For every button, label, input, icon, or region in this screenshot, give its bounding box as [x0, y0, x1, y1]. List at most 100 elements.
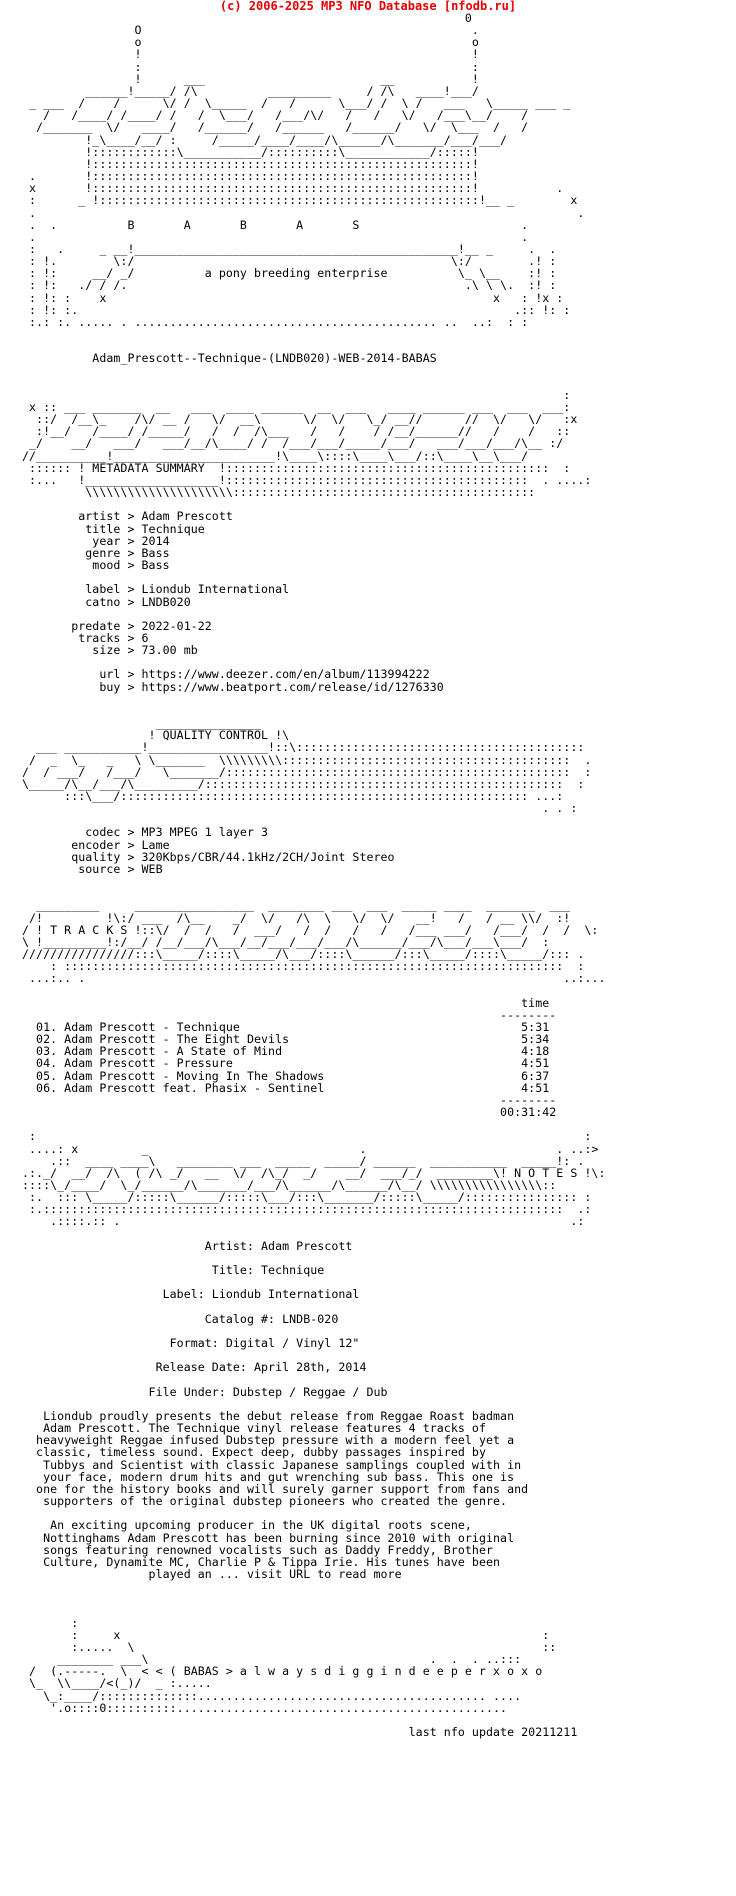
nfo-line: -------- [22, 1092, 557, 1107]
nfo-line: :.: :. ..... . .........................… [22, 314, 529, 329]
nfo-line: / _ \_ _ \ \_______ \\\\\\\\\:::::::::::… [22, 752, 592, 767]
nfo-line: . . [22, 205, 585, 220]
nfo-line: :... !___________________!::::::::::::::… [22, 472, 592, 487]
nfo-line: ////////////////:::\_____/::::\_____/\__… [22, 947, 585, 962]
nfo-text: 0 O . o o ! ! [22, 12, 606, 1738]
nfo-line: : : [22, 1129, 592, 1144]
nfo-line: O . [22, 23, 479, 38]
nfo-line: url > https://www.deezer.com/en/album/11… [22, 667, 430, 682]
nfo-line: your face, modern drum hits and gut wren… [22, 1469, 515, 1484]
nfo-line: Catalog #: LNDB-020 [22, 1311, 339, 1326]
nfo-line: 01. Adam Prescott - Technique 5:31 [22, 1019, 550, 1034]
nfo-line: !:::::::::::::::::::::::::::::::::::::::… [22, 156, 479, 171]
nfo-line: artist > Adam Prescott [22, 509, 233, 524]
nfo-line: Release Date: April 28th, 2014 [22, 1360, 367, 1375]
nfo-line [22, 693, 606, 705]
nfo-line: classic, timeless sound. Expect deep, du… [22, 1445, 486, 1460]
nfo-line: one for the history books and will surel… [22, 1481, 529, 1496]
nfo-line: : [22, 1615, 79, 1630]
nfo-line [22, 985, 606, 997]
nfo-line: 02. Adam Prescott - The Eight Devils 5:3… [22, 1032, 550, 1047]
nfo-line: last nfo update 20211211 [22, 1725, 578, 1740]
nfo-line: Adam_Prescott--Technique-(LNDB020)-WEB-2… [22, 351, 437, 366]
nfo-line: ______!_____/ /\ _________ / /\ ____!___… [22, 83, 479, 98]
nfo-line: : ::::::::::::::::::::::::::::::::::::::… [22, 959, 585, 974]
nfo-line: : !: :. .:: !: : [22, 302, 571, 317]
nfo-line: !_\____/__/ : /_____/____/____/\______/\… [22, 132, 508, 147]
nfo-line: .:._/ __/ /\ ( /\ _/ __ \/ /\_/ _/ __/ _… [22, 1165, 606, 1180]
nfo-line: \_:____/::::::::::::::..................… [22, 1688, 522, 1703]
nfo-line [22, 1374, 606, 1386]
nfo-line: '.o::::0::::::::::......................… [22, 1700, 508, 1715]
nfo-line: label > Liondub International [22, 582, 290, 597]
nfo-line [22, 1301, 606, 1313]
nfo-line: / (.-----. \ < < ( BABAS > a l w a y s d… [22, 1664, 543, 1679]
nfo-line: Label: Liondub International [22, 1287, 360, 1302]
nfo-line: : x : [22, 1627, 550, 1642]
nfo-line [22, 1604, 606, 1616]
nfo-line: An exciting upcoming producer in the UK … [22, 1518, 472, 1533]
nfo-line: ___ ___________!_________________!::\:::… [22, 740, 585, 755]
nfo-line: \\\\\\\\\\\\\\\\\\\\\:::::::::::::::::::… [22, 485, 536, 500]
nfo-line: Culture, Dynamite MC, Charlie P & Tippa … [22, 1554, 501, 1569]
nfo-line: ! ___ __ ! [22, 71, 479, 86]
nfo-line: \_____/\__/___/\_________/::::::::::::::… [22, 776, 585, 791]
nfo-line: : !: ./ / /. .\ \ \. :! : [22, 278, 557, 293]
nfo-line: / ! T R A C K S !::\/ / / / ___/ / / / /… [22, 922, 599, 937]
nfo-line [22, 328, 606, 340]
nfo-line: :::\___/::::::::::::::::::::::::::::::::… [22, 789, 564, 803]
nfo-line: .:: ____ ____\ ________ ___ _____ _____/… [22, 1153, 585, 1168]
nfo-line: quality > 320Kbps/CBR/44.1kHz/2CH/Joint … [22, 849, 395, 864]
nfo-line: source > WEB [22, 861, 163, 876]
nfo-line: ! ! [22, 47, 479, 62]
nfo-line: \ !_________!:/__/ /__/___/\___/__/___/_… [22, 934, 550, 949]
nfo-line: . . [22, 229, 529, 244]
nfo-line: codec > MP3 MPEG 1 layer 3 [22, 825, 269, 840]
nfo-line: :.::::::::::::::::::::::::::::::::::::::… [22, 1202, 592, 1217]
nfo-line: File Under: Dubstep / Reggae / Dub [22, 1384, 388, 1399]
nfo-line: !::::::::::::\___________/::::::::::\___… [22, 144, 479, 159]
nfo-line: supporters of the original dubstep pione… [22, 1494, 508, 1509]
nfo-line: :::::: ! METADATA SUMMARY !:::::::::::::… [22, 460, 571, 475]
nfo-line: ! QUALITY CONTROL !\ [22, 728, 290, 743]
nfo-line: -------- [22, 1007, 557, 1022]
nfo-line: genre > Bass [22, 545, 170, 560]
nfo-line: ....: x _ . . ..:> [22, 1141, 599, 1156]
nfo-line: ________ ___\ . . . ..::: [22, 1652, 522, 1667]
nfo-line: o o [22, 35, 479, 50]
nfo-line: 00:31:42 [22, 1105, 557, 1120]
nfo-line [22, 365, 606, 377]
nfo-line: 06. Adam Prescott feat. Phasix - Sentine… [22, 1080, 550, 1095]
nfo-line: predate > 2022-01-22 [22, 618, 212, 633]
nfo-line: time [22, 995, 550, 1010]
nfo-line: Nottinghams Adam Prescott has been burni… [22, 1530, 515, 1545]
nfo-line [22, 1592, 606, 1604]
nfo-line: //__________!_______________________!\__… [22, 448, 529, 463]
nfo-line: ::::\_/____/ \_/______/\_______/___/\___… [22, 1178, 557, 1192]
nfo-line: _______________ [22, 716, 262, 731]
nfo-line: : : [22, 59, 479, 74]
nfo-line: . . : [22, 801, 578, 816]
nfo-line: x :: ___ _______ __ ___ ____ ______ __ _… [22, 400, 571, 414]
nfo-line: :!__/ /____/ /_____/ / / /\___ / / / /__… [22, 424, 571, 439]
nfo-line: heavyweight Reggae infused Dubstep press… [22, 1433, 515, 1448]
nfo-line: catno > LNDB020 [22, 594, 191, 609]
nfo-line: 03. Adam Prescott - A State of Mind 4:18 [22, 1044, 550, 1059]
nfo-line: encoder > Lame [22, 837, 170, 852]
nfo-line: Tubbys and Scientist with classic Japane… [22, 1457, 522, 1472]
nfo-line: _________ _________________ ________ ___… [22, 898, 571, 913]
nfo-line: . . B A B A S . [22, 217, 529, 232]
nfo-line: :..... \ :: [22, 1639, 557, 1654]
nfo-line [22, 608, 606, 620]
nfo-line: :. ::: \_____/:::::\______/:::::\___/:::… [22, 1190, 592, 1205]
nfo-line: Liondub proudly presents the debut relea… [22, 1408, 515, 1423]
nfo-line: x !:::::::::::::::::::::::::::::::::::::… [22, 181, 564, 196]
nfo-line: year > 2014 [22, 533, 170, 548]
nfo-line: / / ___/ /___/ \_______/::::::::::::::::… [22, 764, 592, 779]
nfo-line: Artist: Adam Prescott [22, 1238, 353, 1253]
nfo-line: tracks > 6 [22, 630, 149, 645]
nfo-line: songs featuring renowned vocalists such … [22, 1542, 494, 1557]
nfo-line: played an ... visit URL to read more [22, 1567, 402, 1581]
nfo-line: size > 73.00 mb [22, 643, 198, 658]
